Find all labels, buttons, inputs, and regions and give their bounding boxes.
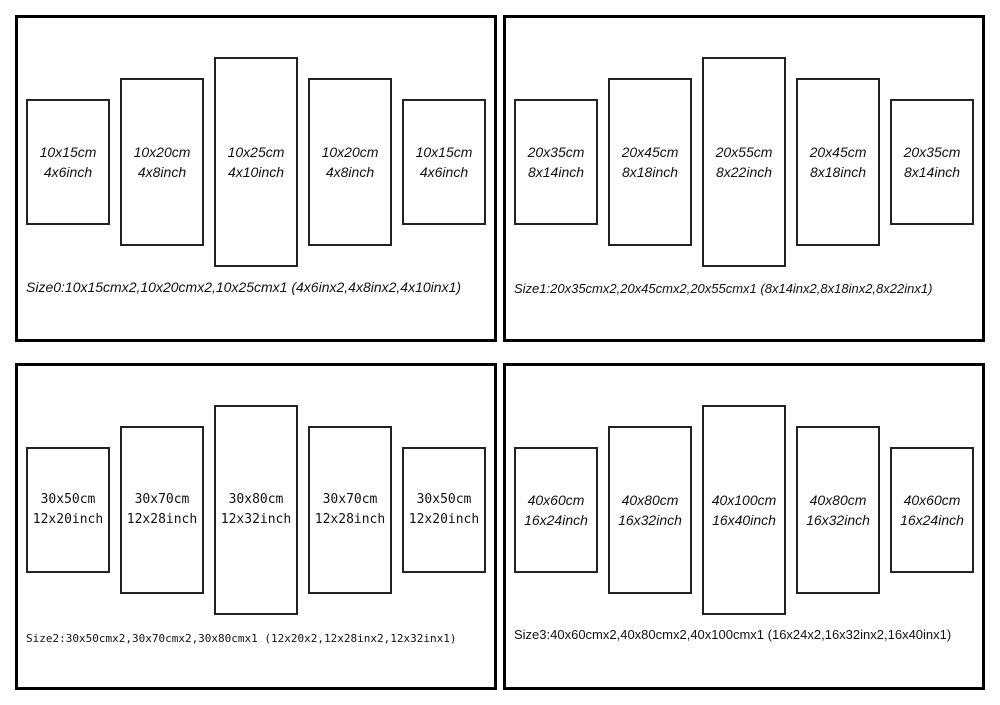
- panel-cm-label: 10x15cm: [415, 144, 473, 160]
- panel-cm-label: 20x35cm: [903, 144, 961, 160]
- panel-cm-label: 20x55cm: [715, 144, 773, 160]
- panel-cm-label: 40x60cm: [527, 492, 585, 508]
- panel-inch-label: 4x6inch: [43, 164, 93, 180]
- panel-left-inner: 30x70cm 12x28inch: [120, 426, 204, 594]
- panel-inch-label: 8x18inch: [621, 164, 679, 180]
- panel-cm-label: 10x20cm: [133, 144, 191, 160]
- panel-left-inner: 20x45cm 8x18inch: [608, 78, 692, 246]
- panel-inch-label: 4x6inch: [419, 164, 469, 180]
- panel-inch-label: 16x24inch: [524, 512, 588, 528]
- panel-cm-label: 30x50cm: [416, 492, 472, 507]
- panel-cm-label: 20x45cm: [621, 144, 679, 160]
- size1-diagram: 20x35cm 8x14inch 20x45cm 8x18inch 20x55c…: [503, 15, 985, 342]
- panel-inch-label: 16x32inch: [618, 512, 682, 528]
- size3-diagram: 40x60cm 16x24inch 40x80cm 16x32inch 40x1…: [503, 363, 985, 690]
- panel-right-outer: 20x35cm 8x14inch: [890, 99, 974, 225]
- size-caption: Size0:10x15cmx2,10x20cmx2,10x25cmx1 (4x6…: [26, 279, 462, 295]
- panel-inch-label: 16x40inch: [712, 512, 776, 528]
- panel-inch-label: 4x8inch: [137, 164, 187, 180]
- panel-inch-label: 8x18inch: [809, 164, 867, 180]
- panel-inch-label: 16x24inch: [900, 512, 964, 528]
- panel-cm-label: 40x100cm: [711, 492, 777, 508]
- panel-cm-label: 30x70cm: [322, 492, 378, 507]
- panel-cm-label: 30x50cm: [40, 492, 96, 507]
- size0-diagram: 10x15cm 4x6inch 10x20cm 4x8inch 10x25cm …: [15, 15, 497, 342]
- panel-inch-label: 12x20inch: [32, 512, 104, 527]
- panel-left-outer: 40x60cm 16x24inch: [514, 447, 598, 573]
- panel-right-outer: 10x15cm 4x6inch: [402, 99, 486, 225]
- panel-inch-label: 12x32inch: [220, 512, 292, 527]
- panel-inch-label: 8x14inch: [527, 164, 585, 180]
- size-caption: Size3:40x60cmx2,40x80cmx2,40x100cmx1 (16…: [514, 627, 952, 642]
- panel-center: 20x55cm 8x22inch: [702, 57, 786, 267]
- panel-right-inner: 20x45cm 8x18inch: [796, 78, 880, 246]
- panel-inch-label: 12x20inch: [408, 512, 480, 527]
- panel-inch-label: 8x14inch: [903, 164, 961, 180]
- panel-cm-label: 30x80cm: [228, 492, 284, 507]
- panel-right-inner: 40x80cm 16x32inch: [796, 426, 880, 594]
- panel-left-outer: 20x35cm 8x14inch: [514, 99, 598, 225]
- panel-left-inner: 10x20cm 4x8inch: [120, 78, 204, 246]
- panel-cm-label: 10x15cm: [39, 144, 97, 160]
- panel-right-outer: 40x60cm 16x24inch: [890, 447, 974, 573]
- panel-left-outer: 10x15cm 4x6inch: [26, 99, 110, 225]
- panel-inch-label: 4x10inch: [227, 164, 285, 180]
- panel-inch-label: 8x22inch: [715, 164, 773, 180]
- panel-inch-label: 16x32inch: [806, 512, 870, 528]
- panel-left-outer: 30x50cm 12x20inch: [26, 447, 110, 573]
- panel-left-inner: 40x80cm 16x32inch: [608, 426, 692, 594]
- size2-diagram: 30x50cm 12x20inch 30x70cm 12x28inch 30x8…: [15, 363, 497, 690]
- size-caption: Size2:30x50cmx2,30x70cmx2,30x80cmx1 (12x…: [26, 632, 457, 645]
- panel-center: 40x100cm 16x40inch: [702, 405, 786, 615]
- panel-right-inner: 10x20cm 4x8inch: [308, 78, 392, 246]
- panel-cm-label: 30x70cm: [134, 492, 190, 507]
- panel-center: 30x80cm 12x32inch: [214, 405, 298, 615]
- panel-inch-label: 12x28inch: [126, 512, 198, 527]
- panel-right-inner: 30x70cm 12x28inch: [308, 426, 392, 594]
- size-caption: Size1:20x35cmx2,20x45cmx2,20x55cmx1 (8x1…: [514, 281, 933, 296]
- panel-inch-label: 4x8inch: [325, 164, 375, 180]
- panel-cm-label: 40x80cm: [621, 492, 679, 508]
- panel-cm-label: 20x45cm: [809, 144, 867, 160]
- panel-cm-label: 10x25cm: [227, 144, 285, 160]
- panel-inch-label: 12x28inch: [314, 512, 386, 527]
- panel-cm-label: 20x35cm: [527, 144, 585, 160]
- panel-center: 10x25cm 4x10inch: [214, 57, 298, 267]
- panel-cm-label: 10x20cm: [321, 144, 379, 160]
- panel-right-outer: 30x50cm 12x20inch: [402, 447, 486, 573]
- panel-cm-label: 40x80cm: [809, 492, 867, 508]
- panel-cm-label: 40x60cm: [903, 492, 961, 508]
